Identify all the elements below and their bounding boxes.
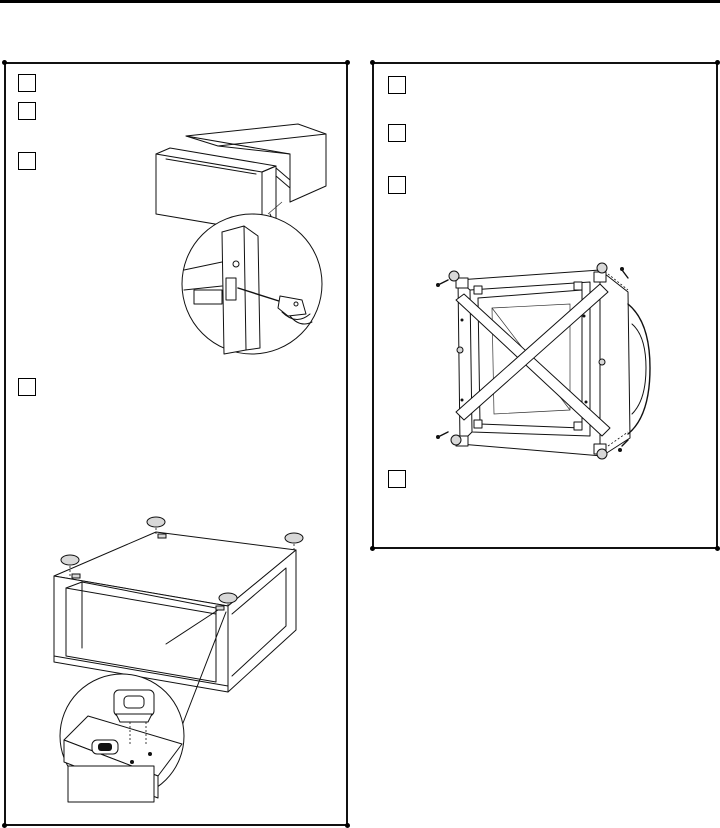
step-checkbox [18, 152, 36, 170]
left-instruction-panel [2, 60, 350, 828]
step-label [389, 125, 405, 141]
pedestal-underside-brace-illustration [436, 262, 651, 460]
step-checkbox [388, 124, 406, 142]
corner-dot [370, 546, 375, 551]
corner-dot [345, 823, 350, 828]
step-label [19, 379, 35, 395]
corner-dot [2, 60, 7, 65]
step-checkbox [18, 378, 36, 396]
corner-dot [715, 60, 720, 65]
step-checkbox [18, 74, 36, 92]
right-instruction-panel [370, 60, 720, 551]
pedestal-feet-illustration [53, 516, 304, 803]
corner-dot [715, 546, 720, 551]
step-checkbox [388, 176, 406, 194]
step-checkbox [388, 470, 406, 488]
corner-dot [345, 60, 350, 65]
step-label [389, 77, 405, 93]
drawer-removal-illustration [155, 123, 327, 355]
top-rule [0, 0, 720, 3]
step-checkbox [18, 102, 36, 120]
step-label [389, 177, 405, 193]
corner-dot [370, 60, 375, 65]
corner-dot [2, 823, 7, 828]
step-checkbox [388, 76, 406, 94]
